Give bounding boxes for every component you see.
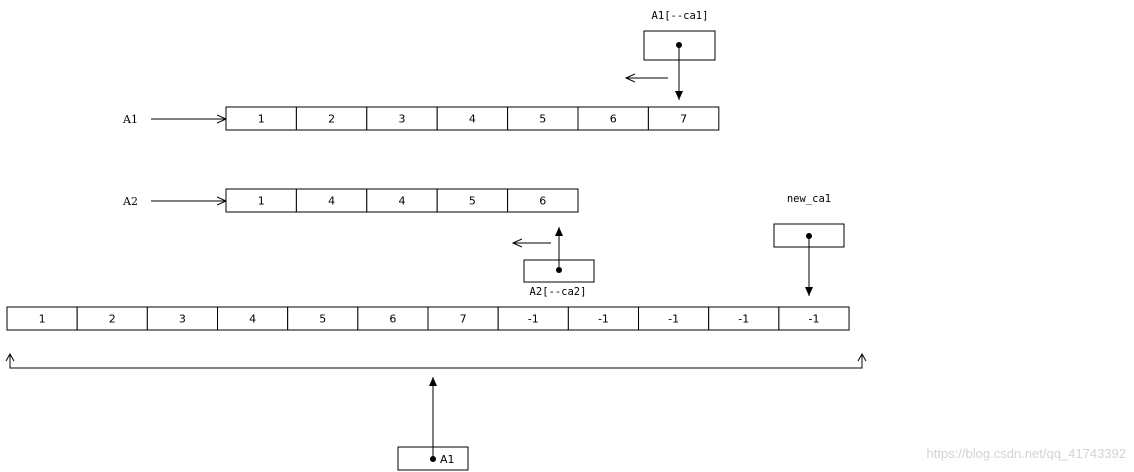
array-a2-cell-value: 6 [539,195,546,208]
array-merged-cell-value: 7 [460,313,467,326]
array-a1-cell-value: 4 [469,113,476,126]
array-a1-cell [647,106,720,131]
array-a1: 1 2 3 4 5 6 7 [225,106,720,131]
array-merged-cell-value: -1 [598,313,609,326]
array-a2: 1 4 4 5 6 [225,188,579,213]
array-a1-cell-value: 5 [539,113,546,126]
array-a1-cell-value: 3 [399,113,406,126]
array-merged-cell-value: 6 [389,313,396,326]
array-a2-cell-value: 4 [399,195,406,208]
array-a2-label: A2 [122,195,138,208]
array-a1-cell-value: 6 [610,113,617,126]
bottom-pointer-label: A1 [440,453,455,466]
array-a1-cell-value: 7 [680,113,687,126]
array-merged: 1 2 3 4 5 6 7 -1 -1 -1 -1 -1 [6,306,850,331]
merged-bracket [9,354,863,369]
array-merged-cell-value: 4 [249,313,256,326]
array-a2-cell-value: 5 [469,195,476,208]
array-a2-cell-value: 4 [328,195,335,208]
array-merged-cell-value: 3 [179,313,186,326]
array-merged-cell-value: -1 [738,313,749,326]
array-a1-cell-value: 2 [328,113,335,126]
array-merged-cell-value: -1 [528,313,539,326]
array-merged-cell-value: -1 [668,313,679,326]
array-merged-cell [778,306,850,331]
bracket-right-arrowhead [857,352,867,362]
array-a2-cell [507,188,579,213]
array-a2-cell-value: 1 [258,195,265,208]
array-a1-cell-value: 1 [258,113,265,126]
array-merged-cell-value: -1 [808,313,819,326]
array-merged-cell-value: 2 [109,313,116,326]
watermark-text: https://blog.csdn.net/qq_41743392 [927,446,1127,461]
array-merged-cell-value: 5 [319,313,326,326]
a2-pointer-label: A2[--ca2] [530,286,587,298]
bracket-left-arrowhead [5,352,15,362]
new-pointer-label: new_ca1 [787,193,831,205]
array-a1-label: A1 [122,113,138,126]
array-merged-cell-value: 1 [39,313,46,326]
a1-pointer-label: A1[--ca1] [652,10,709,22]
